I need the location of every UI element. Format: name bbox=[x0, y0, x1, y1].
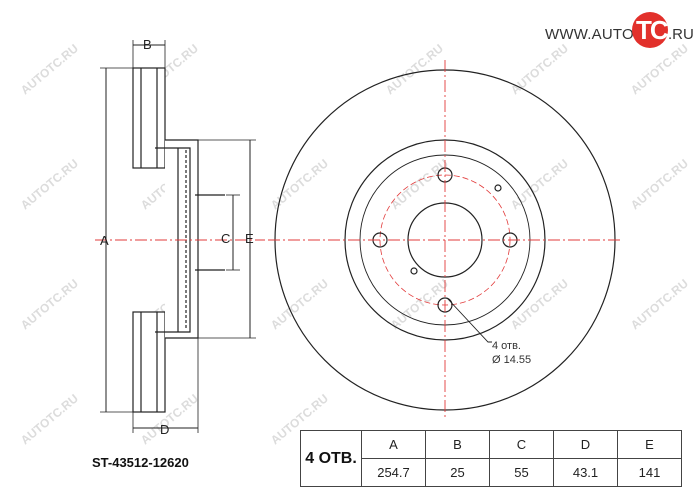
watermark-text: AUTOTC.RU bbox=[628, 276, 691, 332]
spec-header-e: E bbox=[617, 430, 682, 459]
spec-table: 4 ОТВ. A B C D E 254.7 25 55 43.1 141 bbox=[300, 430, 682, 487]
watermark-text: AUTOTC.RU bbox=[18, 276, 81, 332]
dim-label-e: E bbox=[245, 231, 254, 246]
holes-count-cell: 4 ОТВ. bbox=[300, 430, 362, 487]
side-view bbox=[100, 40, 256, 433]
logo-mark-icon: TC bbox=[632, 12, 669, 48]
hole-diameter-note: Ø 14.55 bbox=[492, 354, 532, 366]
watermark-text: AUTOTC.RU bbox=[268, 156, 331, 212]
spec-value-row: 254.7 25 55 43.1 141 bbox=[301, 458, 682, 487]
logo-prefix: WWW.AUTO bbox=[545, 26, 634, 43]
hole-count-note: 4 отв. bbox=[492, 340, 521, 352]
watermark-text: AUTOTC.RU bbox=[388, 156, 451, 212]
dim-label-c: C bbox=[221, 231, 231, 246]
spec-value-e: 141 bbox=[617, 458, 682, 487]
spec-header-row: 4 ОТВ. A B C D E bbox=[300, 430, 682, 487]
brand-logo: WWW.AUTO TC .RU bbox=[545, 12, 695, 54]
watermark-layer: AUTOTC.RU AUTOTC.RU AUTOTC.RU AUTOTC.RU … bbox=[18, 41, 691, 447]
logo-mark-text: TC bbox=[636, 15, 669, 45]
watermark-text: AUTOTC.RU bbox=[18, 156, 81, 212]
watermark-text: AUTOTC.RU bbox=[383, 41, 446, 97]
friction-ring-bottom bbox=[132, 311, 166, 413]
locator-hole bbox=[494, 184, 502, 192]
locator-hole bbox=[410, 267, 418, 275]
dim-label-a: A bbox=[100, 233, 109, 248]
watermark-text: AUTOTC.RU bbox=[268, 276, 331, 332]
dim-label-b: B bbox=[143, 37, 152, 52]
watermark-text: AUTOTC.RU bbox=[18, 41, 81, 97]
spec-header-b: B bbox=[425, 430, 490, 459]
part-number: ST-43512-12620 bbox=[92, 455, 189, 470]
logo-suffix: .RU bbox=[668, 26, 694, 43]
spec-value-b: 25 bbox=[425, 458, 490, 487]
spec-value-d: 43.1 bbox=[553, 458, 618, 487]
spec-header-d: D bbox=[553, 430, 618, 459]
hat-section bbox=[165, 139, 199, 339]
friction-ring-top bbox=[132, 67, 166, 169]
watermark-text: AUTOTC.RU bbox=[628, 156, 691, 212]
dim-label-d: D bbox=[160, 422, 170, 437]
spec-header-a: A bbox=[361, 430, 426, 459]
spec-value-a: 254.7 bbox=[361, 458, 426, 487]
spec-header-c: C bbox=[489, 430, 554, 459]
watermark-text: AUTOTC.RU bbox=[508, 156, 571, 212]
watermark-text: AUTOTC.RU bbox=[18, 391, 81, 447]
spec-value-c: 55 bbox=[489, 458, 554, 487]
hole-leader bbox=[446, 297, 492, 343]
front-center-lines bbox=[268, 60, 622, 420]
